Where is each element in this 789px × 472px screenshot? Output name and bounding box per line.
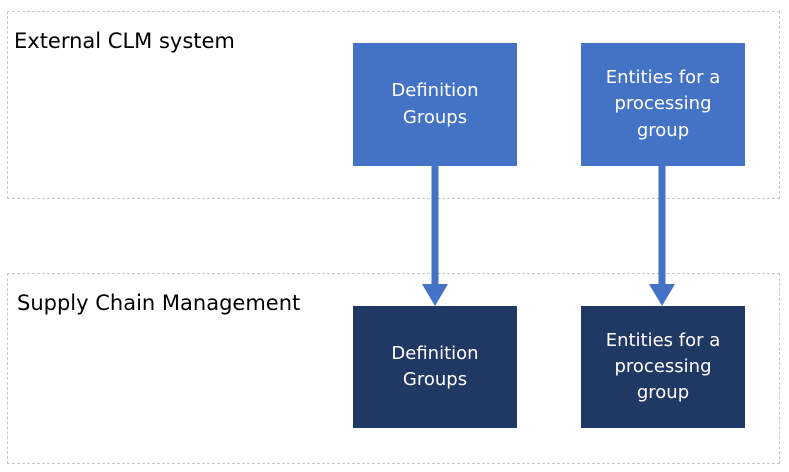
target-definition-groups-box: Definition Groups — [353, 306, 517, 428]
box-text-line: Groups — [402, 369, 468, 390]
source-entities-box: Entities for a processing group — [581, 43, 745, 166]
source-definition-groups-box: Definition Groups — [353, 43, 517, 166]
box-text-line: processing — [614, 355, 712, 377]
box-text-line: processing — [614, 93, 712, 115]
box-text-line: group — [636, 119, 690, 141]
target-entities-box: Entities for a processing group — [581, 306, 745, 428]
external-clm-region — [7, 11, 780, 199]
box-text-line: Definition — [391, 342, 479, 364]
box-text-line: group — [636, 382, 690, 404]
supply-chain-label: Supply Chain Management — [17, 291, 301, 315]
box-text-line: Entities for a — [605, 67, 721, 89]
box-text-line: Groups — [402, 106, 468, 128]
arrow-entities — [649, 166, 675, 306]
box-text-line: Definition — [391, 80, 479, 102]
arrow-definition-groups — [422, 166, 448, 306]
external-clm-label: External CLM system — [14, 29, 235, 53]
supply-chain-region — [7, 273, 780, 464]
box-text-line: Entities for a — [605, 329, 721, 351]
